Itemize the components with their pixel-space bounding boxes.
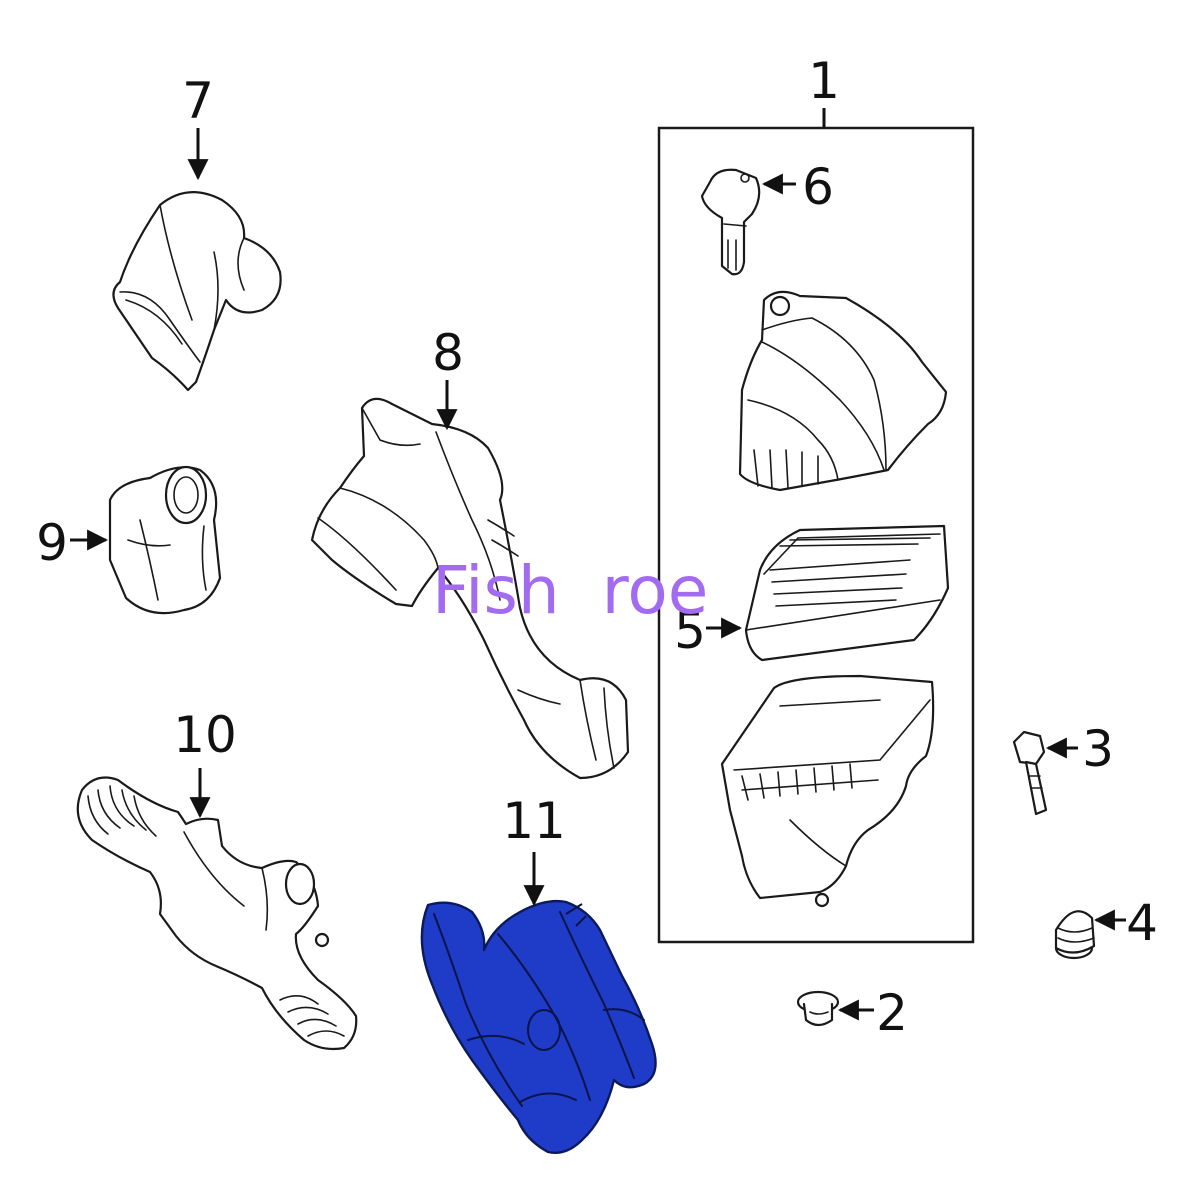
callout-10: 10 bbox=[173, 706, 237, 764]
callout-1: 1 bbox=[808, 52, 840, 110]
watermark-text: Fish roe bbox=[432, 552, 709, 629]
assembly-group-box bbox=[657, 108, 975, 944]
callout-8: 8 bbox=[432, 324, 464, 382]
part-10-intake-tube bbox=[76, 776, 358, 1051]
part-1-airbox-cover bbox=[738, 290, 948, 492]
part-1-airbox-lower bbox=[720, 674, 935, 908]
part-9-duct-boot bbox=[108, 465, 222, 615]
callout-3: 3 bbox=[1082, 720, 1114, 778]
leader-arrows bbox=[70, 128, 1126, 1021]
part-4-grommet bbox=[1054, 910, 1096, 960]
part-2-grommet bbox=[796, 990, 840, 1027]
callout-numbers: 1 2 3 4 5 6 7 8 9 10 11 bbox=[36, 52, 1158, 1042]
callout-11: 11 bbox=[502, 792, 566, 850]
callout-4: 4 bbox=[1126, 894, 1158, 952]
callout-2: 2 bbox=[876, 984, 908, 1042]
part-6-sensor bbox=[700, 168, 761, 276]
part-3-bolt bbox=[1012, 730, 1048, 816]
callout-7: 7 bbox=[182, 72, 214, 130]
part-8-intake-duct bbox=[310, 397, 630, 780]
part-7-duct-cover bbox=[112, 191, 282, 392]
callout-6: 6 bbox=[802, 158, 834, 216]
callout-5: 5 bbox=[674, 602, 706, 660]
part-11-highlighted-duct bbox=[420, 899, 657, 1154]
callout-9: 9 bbox=[36, 514, 68, 572]
part-5-filter-element bbox=[744, 524, 950, 662]
